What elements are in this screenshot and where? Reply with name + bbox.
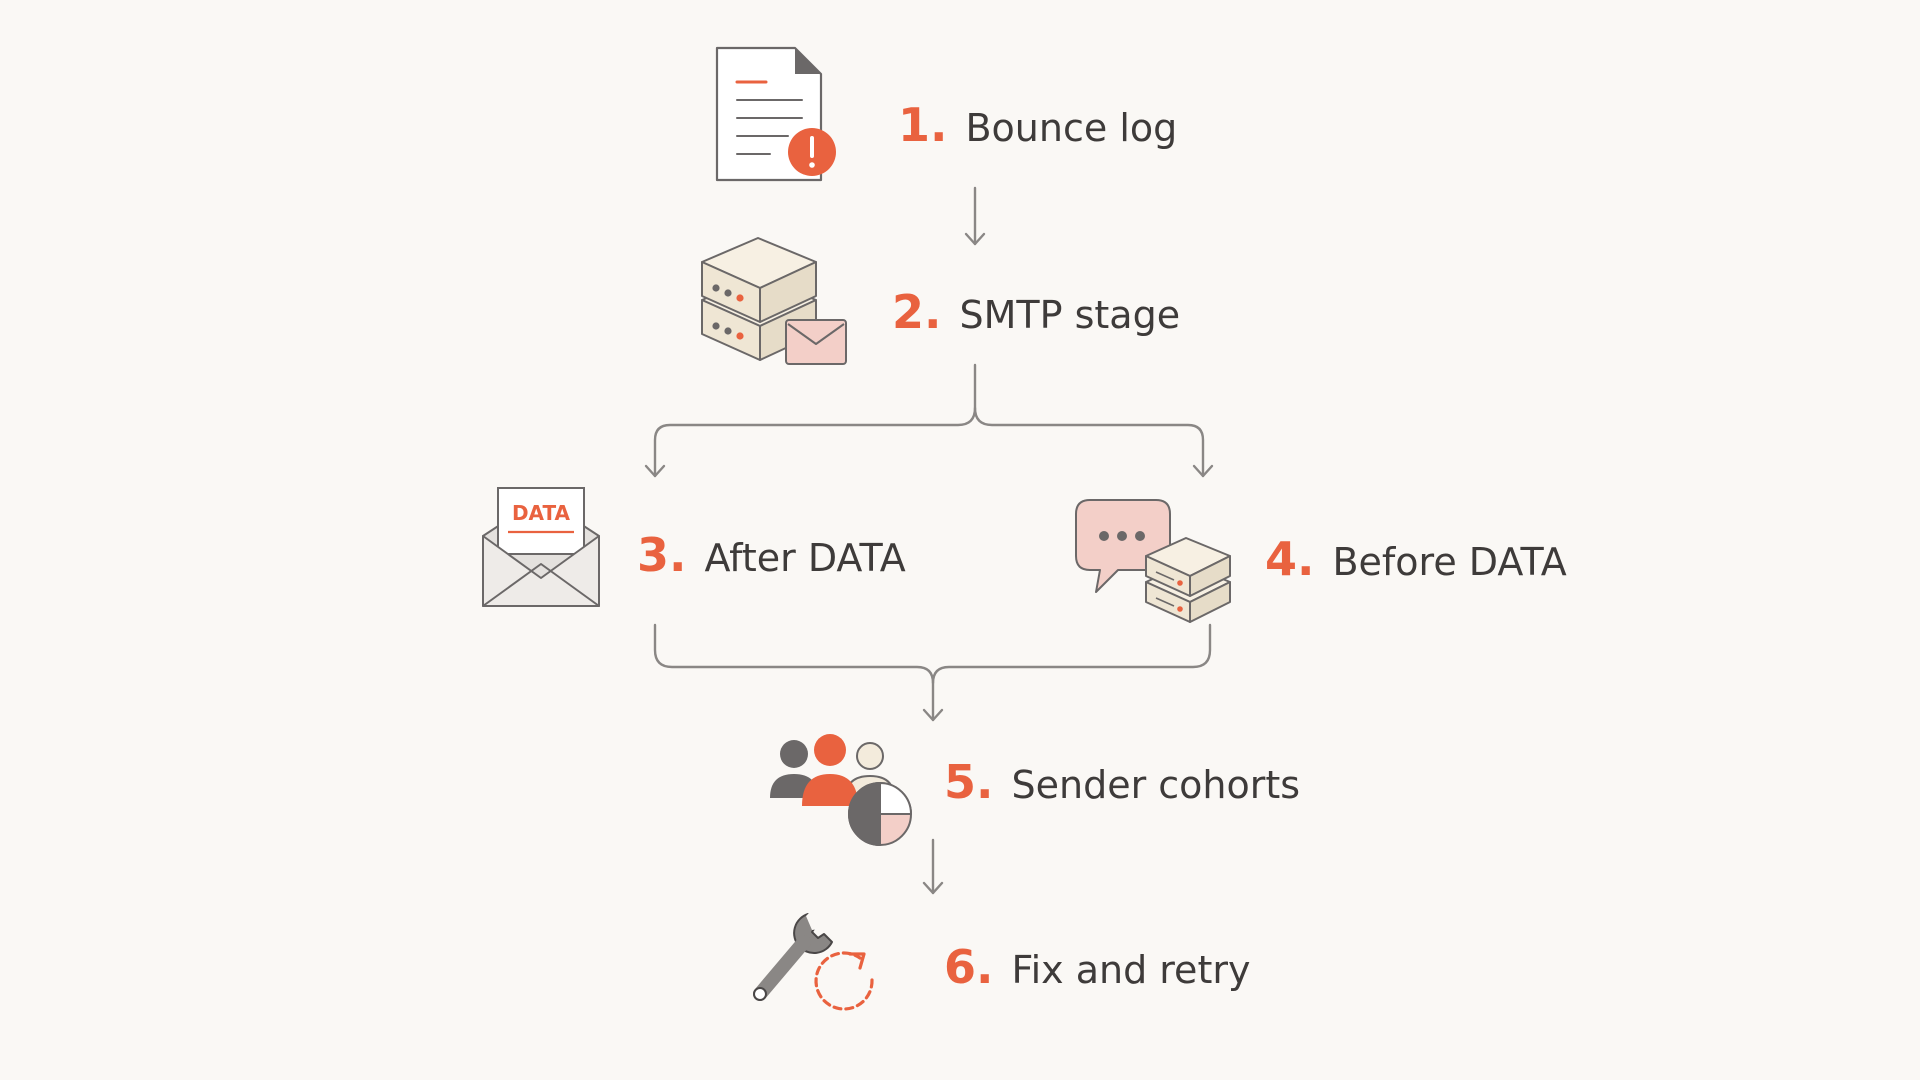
step-6-text: Fix and retry xyxy=(1011,948,1251,992)
arrow-merge-to-step5 xyxy=(653,623,1212,722)
step-1-text: Bounce log xyxy=(965,106,1178,150)
step-6-number: 6. xyxy=(944,940,994,994)
step-1-number: 1. xyxy=(898,98,948,152)
step-2-label: 2. SMTP stage xyxy=(892,285,1180,339)
step-2-number: 2. xyxy=(892,285,942,339)
step-4-number: 4. xyxy=(1265,532,1315,586)
step-4-text: Before DATA xyxy=(1332,540,1567,584)
arrow-step5-to-step6 xyxy=(922,838,944,895)
people-pie-icon xyxy=(770,734,912,846)
step-3-number: 3. xyxy=(637,528,687,582)
step-6-label: 6. Fix and retry xyxy=(944,940,1250,994)
arrow-step1-to-step2 xyxy=(964,186,986,246)
step-5-label: 5. Sender cohorts xyxy=(944,755,1300,809)
step-3-text: After DATA xyxy=(704,536,906,580)
server-mail-icon xyxy=(701,237,847,365)
chat-server-icon xyxy=(1075,499,1231,623)
step-2-text: SMTP stage xyxy=(959,293,1181,337)
arrow-step2-split xyxy=(644,363,1214,478)
envelope-letter-text: DATA xyxy=(512,501,571,525)
wrench-retry-icon xyxy=(753,907,874,1011)
envelope-data-icon: DATA xyxy=(482,487,600,607)
document-alert-icon xyxy=(715,46,836,182)
step-4-label: 4. Before DATA xyxy=(1265,532,1567,586)
step-5-text: Sender cohorts xyxy=(1011,763,1301,807)
step-3-label: 3. After DATA xyxy=(637,528,906,582)
step-1-label: 1. Bounce log xyxy=(898,98,1177,152)
step-5-number: 5. xyxy=(944,755,994,809)
